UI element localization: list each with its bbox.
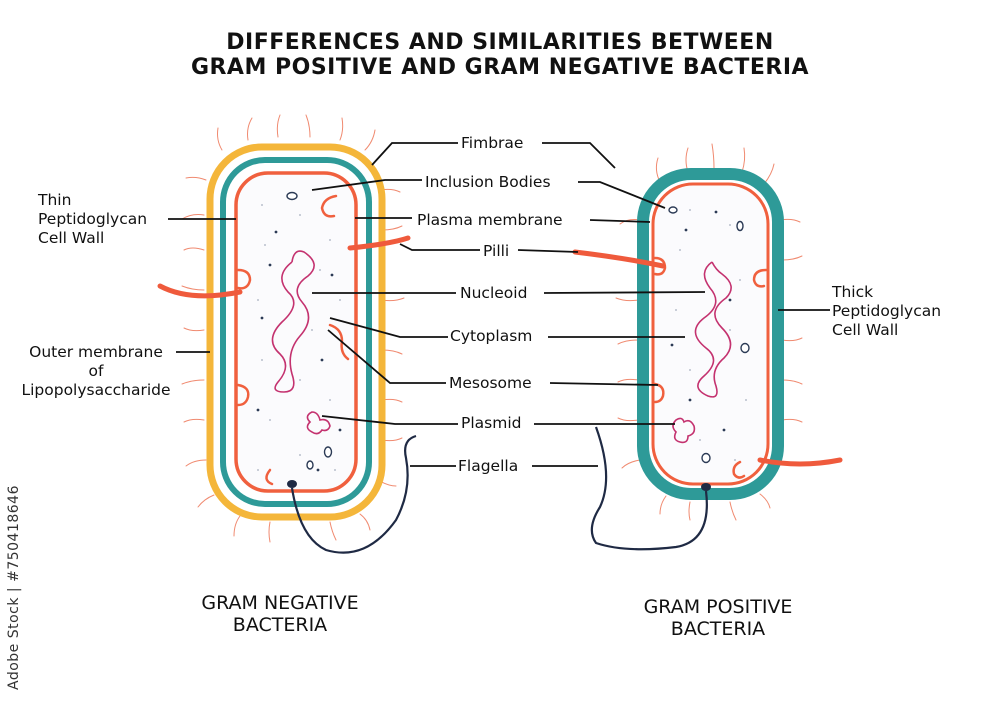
- thick-wall-line-3: Cell Wall: [832, 321, 899, 339]
- gram-positive-plasmid: [672, 417, 696, 444]
- gram-negative-plasmid: [306, 411, 331, 435]
- diagram-title-line-1: DIFFERENCES AND SIMILARITIES BETWEEN: [226, 30, 774, 55]
- outer-membrane-line-2: of: [88, 362, 104, 380]
- label-plasmid: Plasmid: [461, 414, 522, 432]
- label-outer-membrane: Outer membrane of Lipopolysaccharide: [14, 343, 178, 400]
- label-nucleoid: Nucleoid: [460, 284, 528, 302]
- label-thick-peptidoglycan-cell-wall: Thick Peptidoglycan Cell Wall: [832, 283, 941, 340]
- label-mesosome: Mesosome: [449, 374, 532, 392]
- outer-membrane-line-1: Outer membrane: [29, 343, 163, 361]
- caption-gram-negative: GRAM NEGATIVE BACTERIA: [170, 592, 390, 636]
- caption-gram-positive-line-1: GRAM POSITIVE: [643, 596, 793, 618]
- label-cytoplasm: Cytoplasm: [450, 327, 533, 345]
- thin-wall-line-2: Peptidoglycan: [38, 210, 148, 228]
- gram-negative-fimbrae: [181, 114, 405, 543]
- label-fimbrae: Fimbrae: [461, 134, 524, 152]
- gram-negative-flagellum: [290, 434, 417, 554]
- label-inclusion-bodies: Inclusion Bodies: [425, 173, 551, 191]
- label-flagella: Flagella: [458, 457, 519, 475]
- leader-lines: [168, 142, 830, 467]
- caption-gram-negative-line-2: BACTERIA: [232, 614, 328, 636]
- thick-wall-line-2: Peptidoglycan: [832, 302, 942, 320]
- label-thin-peptidoglycan-cell-wall: Thin Peptidoglycan Cell Wall: [38, 191, 147, 248]
- caption-gram-positive-line-2: BACTERIA: [670, 618, 766, 640]
- gram-positive-cell: [572, 143, 843, 551]
- gram-positive-nucleoid: [694, 261, 732, 398]
- label-plasma-membrane: Plasma membrane: [417, 211, 563, 229]
- thin-wall-line-3: Cell Wall: [38, 229, 105, 247]
- caption-gram-negative-line-1: GRAM NEGATIVE: [201, 592, 359, 614]
- stock-watermark: Adobe Stock | #750418646: [6, 485, 22, 690]
- outer-membrane-line-3: Lipopolysaccharide: [21, 381, 171, 399]
- thin-wall-line-1: Thin: [38, 191, 72, 209]
- thick-wall-line-1: Thick: [832, 283, 874, 301]
- gram-positive-flagellum: [590, 426, 708, 551]
- label-pilli: Pilli: [483, 242, 510, 260]
- caption-gram-positive: GRAM POSITIVE BACTERIA: [608, 596, 828, 640]
- gram-negative-nucleoid: [271, 250, 315, 393]
- diagram-title-line-2: GRAM POSITIVE AND GRAM NEGATIVE BACTERIA: [190, 55, 810, 80]
